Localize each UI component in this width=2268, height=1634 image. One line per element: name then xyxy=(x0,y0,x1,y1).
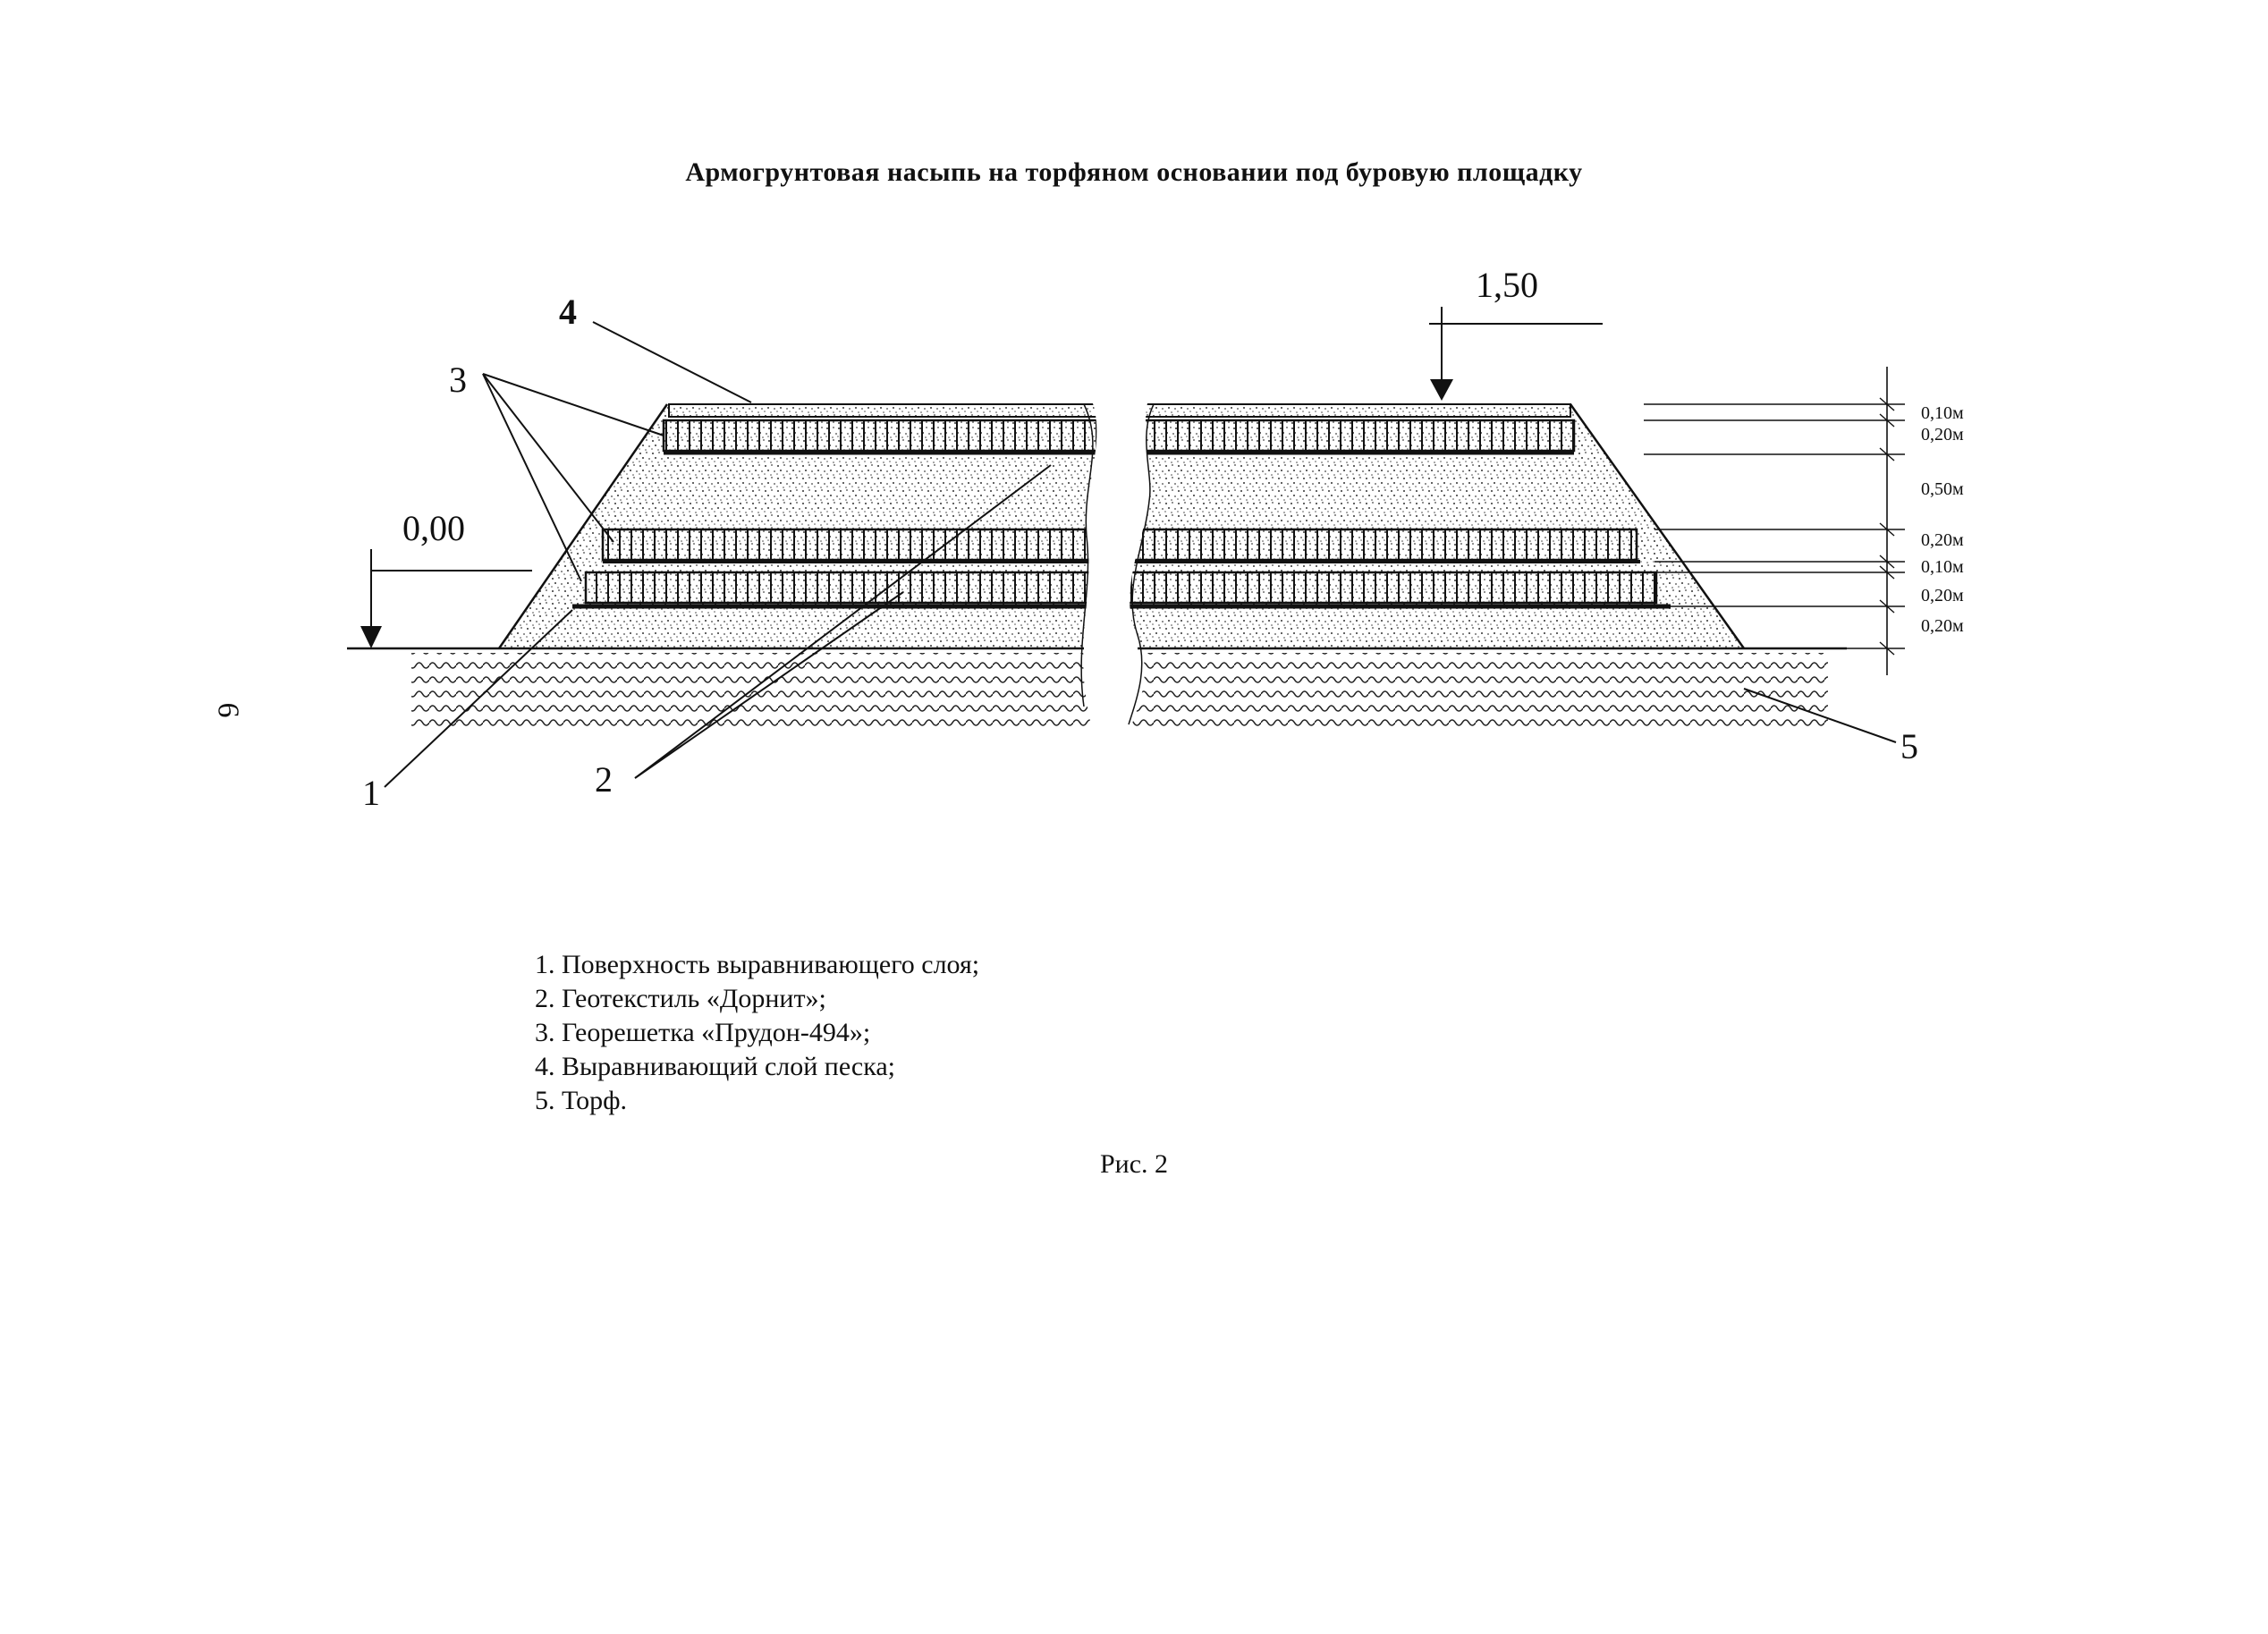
level-top-label: 1,50 xyxy=(1476,265,1538,305)
label-4: 4 xyxy=(559,292,577,332)
geogrid-lower-right xyxy=(1127,571,1658,605)
right-half xyxy=(1127,403,1828,733)
legend-item: 2. Геотекстиль «Дорнит»; xyxy=(535,984,826,1013)
break-line-left xyxy=(1080,403,1094,707)
legend-item: 5. Торф. xyxy=(535,1086,628,1115)
geogrid-lower-left xyxy=(584,571,1097,605)
level-marker-bottom: 0,00 xyxy=(360,508,532,648)
diagram-title: Армогрунтовая насыпь на торфяном основан… xyxy=(685,157,1583,187)
figure-caption: Рис. 2 xyxy=(1099,1149,1169,1179)
top-sand-layer-right xyxy=(1127,403,1571,418)
dim-label-7: 0,20м xyxy=(1921,616,1964,636)
label-1: 1 xyxy=(362,773,380,813)
dim-label-2: 0,20м xyxy=(1921,425,1964,444)
peat-layer-right xyxy=(1127,653,1828,733)
label-5: 5 xyxy=(1900,726,1918,766)
level-bottom-label: 0,00 xyxy=(402,508,465,548)
dim-label-3: 0,50м xyxy=(1921,479,1964,499)
top-sand-layer-left xyxy=(668,403,1097,418)
label-2: 2 xyxy=(595,759,613,800)
dim-label-4: 0,20м xyxy=(1921,530,1964,550)
slope-left xyxy=(497,403,669,649)
legend-item: 1. Поверхность выравнивающего слоя; xyxy=(535,950,980,979)
dimension-chain xyxy=(1644,367,1905,675)
legend-item: 3. Георешетка «Прудон-494»; xyxy=(535,1018,871,1047)
geogrid-upper-right xyxy=(1127,419,1576,453)
peat-layer-left xyxy=(411,653,1097,733)
geogrid-middle-right xyxy=(1127,528,1638,562)
geogrid-upper-left xyxy=(662,419,1097,453)
legend: 1. Поверхность выравнивающего слоя; 2. Г… xyxy=(535,948,979,1118)
label-3: 3 xyxy=(449,360,467,400)
legend-item: 4. Выравнивающий слой песка; xyxy=(535,1052,896,1081)
geogrid-middle-left xyxy=(601,528,1097,562)
leader-lines xyxy=(384,321,1897,788)
break-line-right xyxy=(1128,403,1155,725)
slope-right xyxy=(1569,403,1746,649)
dim-label-1: 0,10м xyxy=(1921,403,1964,423)
level-marker-top: 1,50 xyxy=(1429,265,1603,401)
dim-label-5: 0,10м xyxy=(1921,557,1964,577)
dim-label-6: 0,20м xyxy=(1921,586,1964,605)
left-half xyxy=(411,403,1097,733)
